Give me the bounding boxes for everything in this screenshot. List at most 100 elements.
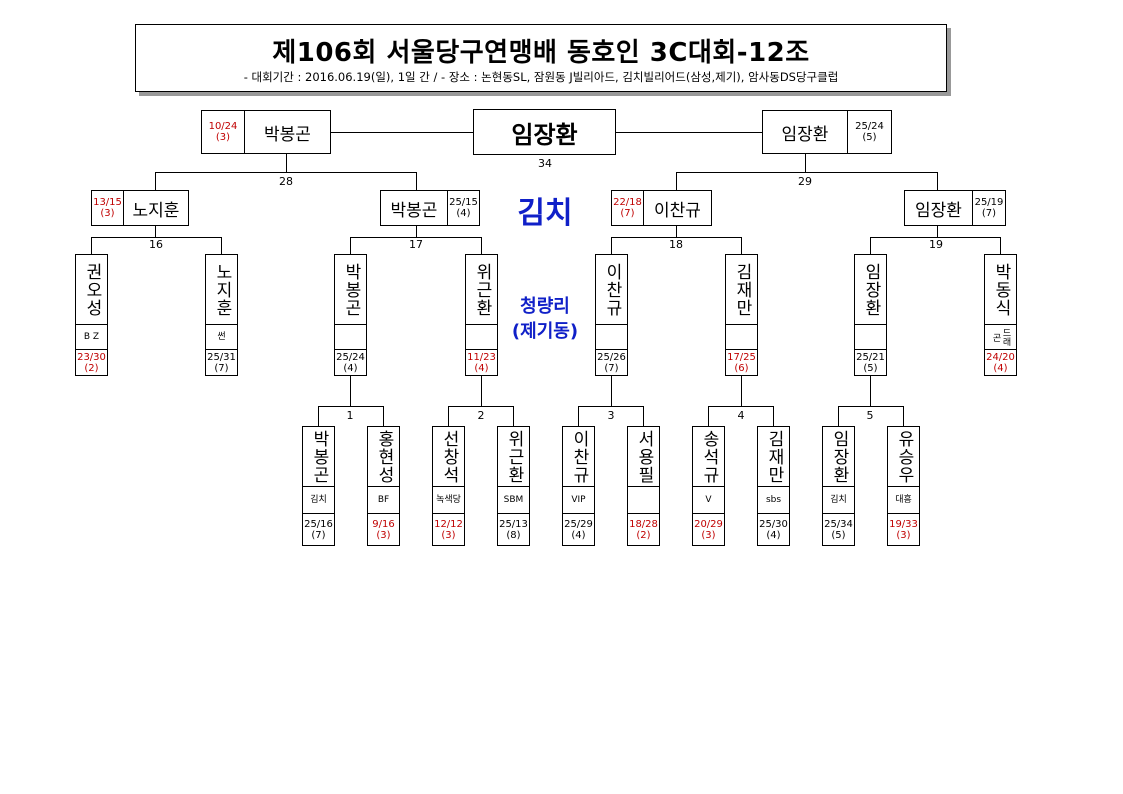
player-name: 김재만 <box>726 255 757 325</box>
player-score: 20/29 <box>694 518 723 530</box>
connector-line <box>611 237 742 238</box>
player-score: 18/28 <box>629 518 658 530</box>
player-innings: (4) <box>474 362 489 374</box>
player-name: 임장환 <box>855 255 886 325</box>
player-name: 서용필 <box>628 427 659 487</box>
player-club: B Z <box>76 325 107 350</box>
player-name: 이찬규 <box>563 427 594 487</box>
connector-line <box>741 376 742 406</box>
player-score-cell: 25/16 (7) <box>303 514 334 545</box>
player-innings: (7) <box>214 362 229 374</box>
quarter-score-cell: 22/18 (7) <box>612 191 644 225</box>
player-name: 박봉곤 <box>335 255 366 325</box>
player-score-cell: 17/25 (6) <box>726 350 757 375</box>
player-innings: (4) <box>571 529 586 541</box>
player-club <box>855 325 886 350</box>
match-number: 5 <box>866 409 874 422</box>
semi-innings: (3) <box>215 132 231 143</box>
connector-line <box>937 226 938 237</box>
connector-line <box>350 376 351 406</box>
page-title: 제106회 서울당구연맹배 동호인 3C대회-12조 <box>272 38 810 68</box>
connector-line <box>416 172 417 190</box>
player-score: 23/30 <box>77 351 106 363</box>
semi-score-cell: 25/24 (5) <box>848 111 891 153</box>
champion-name: 임장환 <box>511 120 578 149</box>
player-score-cell: 25/31 (7) <box>206 350 237 375</box>
semi-name: 임장환 <box>763 111 848 153</box>
quarter-box: 22/18 (7) 이찬규 <box>611 190 712 226</box>
player-innings: (8) <box>506 529 521 541</box>
player-club: 썬 <box>206 325 237 350</box>
page-subtitle: - 대회기간 : 2016.06.19(일), 1일 간 / - 장소 : 논현… <box>243 70 839 84</box>
player-club <box>466 325 497 350</box>
connector-line <box>838 406 904 407</box>
player-innings: (6) <box>734 362 749 374</box>
player-club: BF <box>368 487 399 514</box>
player-box: 선창석 녹색당 12/12 (3) <box>432 426 465 546</box>
player-innings: (5) <box>863 362 878 374</box>
connector-line <box>1000 237 1001 254</box>
player-box: 홍현성 BF 9/16 (3) <box>367 426 400 546</box>
semi-box-right: 임장환 25/24 (5) <box>762 110 892 154</box>
semi-name: 박봉곤 <box>264 124 311 145</box>
player-box: 박봉곤 김치 25/16 (7) <box>302 426 335 546</box>
semi-innings: (5) <box>862 132 877 143</box>
connector-line <box>838 406 839 426</box>
player-club <box>596 325 627 350</box>
connector-line <box>350 237 351 254</box>
connector-line <box>318 406 319 426</box>
quarter-innings: (7) <box>620 208 635 219</box>
player-name: 선창석 <box>433 427 464 487</box>
connector-line <box>708 406 774 407</box>
connector-line <box>741 237 742 254</box>
venue-label: (제기동) <box>511 321 579 342</box>
player-name: 권오성 <box>76 255 107 325</box>
quarter-innings: (4) <box>456 208 471 219</box>
match-number: 4 <box>737 409 745 422</box>
match-number: 17 <box>409 238 423 251</box>
player-score-cell: 25/24 (4) <box>335 350 366 375</box>
player-score: 25/21 <box>856 351 885 363</box>
player-score-cell: 25/13 (8) <box>498 514 529 545</box>
player-name: 박동식 <box>985 255 1016 325</box>
player-innings: (7) <box>604 362 619 374</box>
match-number: 3 <box>607 409 615 422</box>
player-box: 서용필 18/28 (2) <box>627 426 660 546</box>
player-innings: (3) <box>376 529 391 541</box>
player-score: 25/30 <box>759 518 788 530</box>
player-score: 24/20 <box>986 351 1015 363</box>
player-box: 송석규 V 20/29 (3) <box>692 426 725 546</box>
match-number: 1 <box>346 409 354 422</box>
quarter-score-cell: 25/15 (4) <box>448 191 479 225</box>
connector-line <box>383 406 384 426</box>
connector-line <box>870 237 1001 238</box>
connector-line <box>676 172 677 190</box>
player-box: 김재만 17/25 (6) <box>725 254 758 376</box>
player-score-cell: 11/23 (4) <box>466 350 497 375</box>
player-innings: (2) <box>84 362 99 374</box>
quarter-name: 임장환 <box>905 191 973 225</box>
quarter-innings: (7) <box>981 208 997 219</box>
player-box: 임장환 김치 25/34 (5) <box>822 426 855 546</box>
player-club: 대흥 <box>888 487 919 514</box>
player-club: sbs <box>758 487 789 514</box>
quarter-box: 박봉곤 25/15 (4) <box>380 190 480 226</box>
connector-line <box>448 406 449 426</box>
player-name: 홍현성 <box>368 427 399 487</box>
connector-line <box>91 237 222 238</box>
quarter-name: 박봉곤 <box>381 191 448 225</box>
player-box: 이찬규 25/26 (7) <box>595 254 628 376</box>
quarter-score-cell: 25/19 (7) <box>973 191 1005 225</box>
player-score: 25/34 <box>824 518 853 530</box>
connector-line <box>676 226 677 237</box>
player-score-cell: 18/28 (2) <box>628 514 659 545</box>
semi-score: 10/24 <box>208 121 238 132</box>
quarter-score: 13/15 <box>93 197 122 208</box>
player-score: 25/29 <box>564 518 593 530</box>
title-box: 제106회 서울당구연맹배 동호인 3C대회-12조 - 대회기간 : 2016… <box>135 24 947 92</box>
venue-label: 김치 <box>517 196 573 231</box>
connector-line <box>773 406 774 426</box>
connector-line <box>513 406 514 426</box>
quarter-name: 이찬규 <box>654 200 701 221</box>
connector-line <box>643 406 644 426</box>
